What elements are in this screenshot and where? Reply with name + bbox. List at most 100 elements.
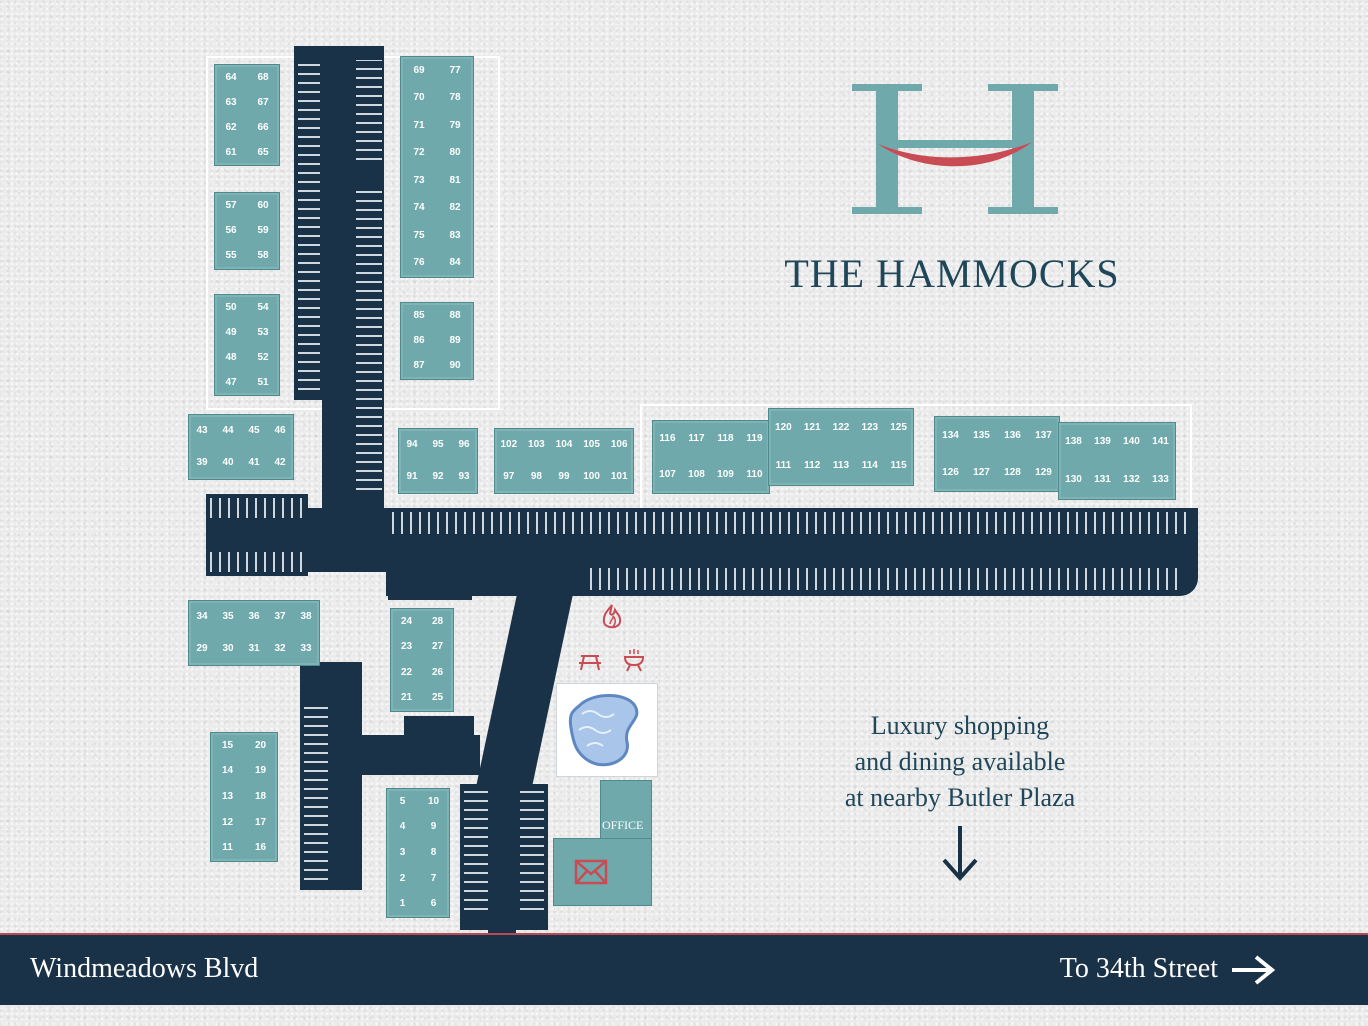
unit-number: 5	[399, 795, 406, 807]
unit-number: 91	[406, 471, 418, 482]
unit-number: 108	[688, 469, 705, 480]
unit-number: 74	[413, 202, 425, 214]
unit-number: 119	[746, 433, 763, 444]
unit-number: 80	[449, 147, 461, 159]
unit-number: 35	[222, 611, 234, 622]
parking-stripes	[210, 552, 304, 572]
unit-number: 121	[803, 422, 821, 433]
parking-stripes	[464, 790, 488, 910]
unit-number: 68	[257, 71, 269, 83]
unit-number: 128	[1004, 466, 1021, 478]
unit-number: 46	[274, 425, 286, 436]
unit-number: 72	[413, 147, 425, 159]
unit-number: 66	[257, 121, 269, 133]
unit-number: 18	[254, 790, 267, 802]
unit-number: 85	[413, 309, 425, 321]
unit-number: 130	[1065, 474, 1082, 485]
arrow-down-icon	[942, 826, 978, 882]
parking-stripes	[392, 512, 1192, 534]
unit-number: 55	[225, 250, 237, 262]
unit-number: 93	[458, 471, 470, 482]
street-windmeadows-blvd: Windmeadows Blvd To 34th Street	[0, 933, 1368, 1005]
street-name-left: Windmeadows Blvd	[30, 953, 259, 984]
unit-number: 48	[225, 351, 237, 363]
unit-number: 8	[430, 846, 437, 858]
unit-number: 28	[431, 615, 444, 627]
unit-number: 88	[449, 309, 461, 321]
unit-number: 99	[558, 471, 570, 482]
unit-number: 83	[449, 229, 461, 241]
unit-number: 23	[400, 641, 413, 653]
unit-number: 54	[257, 301, 269, 313]
unit-number: 140	[1123, 436, 1140, 447]
parking-stripes	[298, 60, 320, 390]
unit-number: 122	[832, 422, 850, 433]
unit-number: 37	[274, 611, 286, 622]
unit-number: 81	[449, 174, 461, 186]
unit-number: 24	[400, 615, 413, 627]
unit-number: 113	[832, 460, 850, 471]
unit-number: 102	[500, 439, 518, 450]
unit-number: 106	[610, 439, 628, 450]
unit-number: 36	[248, 611, 260, 622]
picnic-table-icon	[579, 655, 601, 671]
unit-number: 62	[225, 121, 237, 133]
unit-number: 22	[400, 666, 413, 678]
unit-number: 137	[1035, 429, 1052, 441]
unit-number: 6	[430, 898, 437, 910]
unit-number: 29	[196, 643, 208, 654]
unit-number: 4	[399, 821, 406, 833]
parking-stripes	[520, 790, 544, 910]
unit-number: 32	[274, 643, 286, 654]
unit-number: 139	[1094, 436, 1111, 447]
mail-building[interactable]	[553, 838, 652, 906]
unit-number: 135	[973, 429, 990, 441]
unit-number: 64	[225, 71, 237, 83]
unit-number: 67	[257, 96, 269, 108]
unit-number: 45	[248, 425, 260, 436]
unit-number: 57	[225, 199, 237, 211]
unit-number: 69	[413, 64, 425, 76]
unit-number: 11	[222, 842, 233, 854]
unit-number: 103	[528, 439, 545, 450]
unit-number: 44	[222, 425, 234, 436]
parking-mid-lower	[404, 716, 474, 744]
unit-number: 20	[254, 739, 267, 751]
unit-number: 43	[196, 425, 208, 436]
unit-number: 34	[196, 611, 208, 622]
unit-number: 17	[254, 816, 267, 828]
unit-number: 60	[257, 199, 269, 211]
unit-number: 98	[530, 471, 542, 482]
unit-number: 59	[257, 224, 269, 236]
unit-number: 58	[257, 250, 269, 262]
unit-number: 61	[225, 146, 237, 158]
arrow-right-icon	[1232, 955, 1276, 985]
fire-pit-icon	[602, 604, 622, 629]
parking-stripes	[356, 60, 382, 160]
unit-number: 101	[610, 471, 628, 482]
unit-number: 33	[300, 643, 312, 654]
unit-number: 109	[717, 469, 734, 480]
unit-number: 123	[861, 422, 879, 433]
unit-number: 118	[717, 433, 734, 444]
street-name-right: To 34th Street	[1059, 953, 1218, 984]
unit-number: 125	[890, 422, 907, 433]
unit-number: 116	[659, 433, 676, 444]
